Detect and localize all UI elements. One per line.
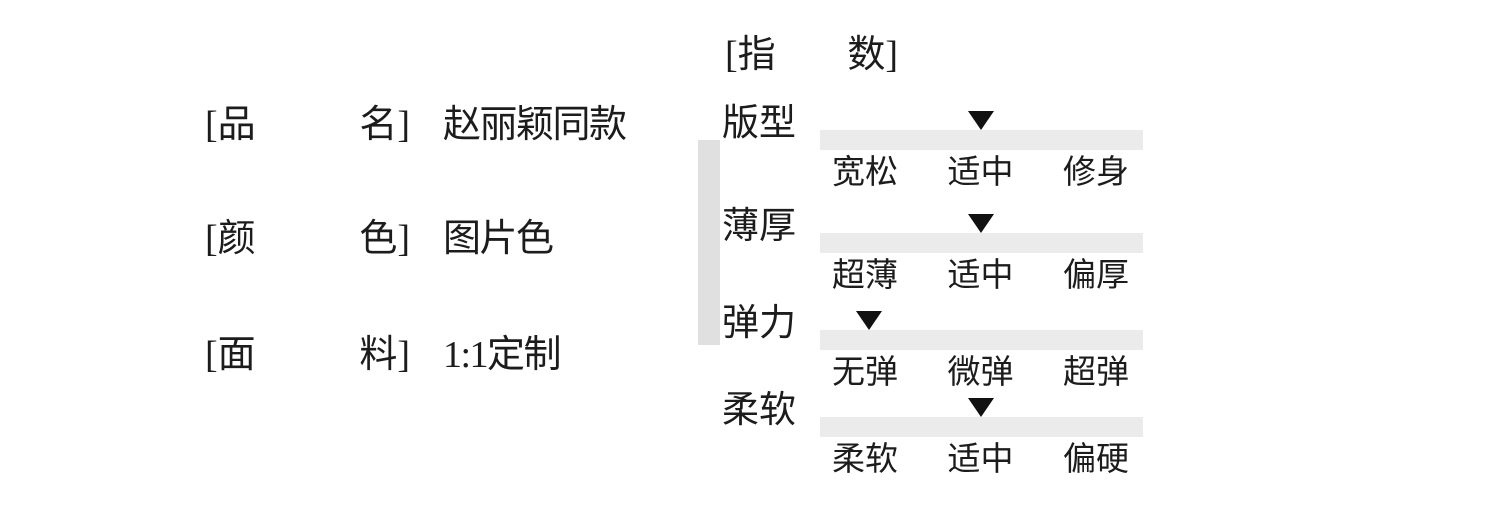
attr-label-close: 料] <box>359 334 410 376</box>
scale-option: 柔软 <box>832 442 898 478</box>
scale-option: 无弹 <box>832 355 898 391</box>
index-scale: 超薄 适中 偏厚 <box>820 206 1143 296</box>
index-scale: 无弹 微弹 超弹 <box>820 303 1143 393</box>
scale-option: 修身 <box>1063 155 1129 191</box>
index-row-elasticity: 弹力 无弹 微弹 超弹 <box>722 303 1152 393</box>
index-scale: 宽松 适中 修身 <box>820 103 1143 193</box>
index-row-thickness: 薄厚 超薄 适中 偏厚 <box>722 206 1152 296</box>
scale-bar <box>820 233 1143 253</box>
scale-option: 微弹 <box>947 355 1014 391</box>
scale-option: 偏硬 <box>1063 442 1129 478</box>
index-category-label: 柔软 <box>722 390 796 431</box>
attr-label-open: [品 <box>205 104 256 146</box>
scale-option: 宽松 <box>832 155 898 191</box>
scale-bar <box>820 417 1143 437</box>
index-panel-title: [指 数] <box>725 34 898 76</box>
attr-row-fabric: [面 料] 1:1定制 <box>205 334 562 376</box>
scale-bar <box>820 330 1143 350</box>
scale-option: 适中 <box>947 155 1014 191</box>
index-row-fit: 版型 宽松 适中 修身 <box>722 103 1152 193</box>
index-category-label: 弹力 <box>722 303 796 344</box>
index-row-softness: 柔软 柔软 适中 偏硬 <box>722 390 1152 480</box>
scale-option: 超薄 <box>832 258 898 294</box>
marker-triangle-icon <box>967 111 994 130</box>
attr-value: 1:1定制 <box>443 334 562 376</box>
index-category-label: 版型 <box>722 103 796 144</box>
scale-option: 偏厚 <box>1063 258 1129 294</box>
attr-row-product-name: [品 名] 赵丽颖同款 <box>205 104 627 146</box>
index-title-close: 数] <box>847 34 898 76</box>
scale-option: 超弹 <box>1063 355 1129 391</box>
scale-options: 柔软 适中 偏硬 <box>820 442 1143 478</box>
scale-bar <box>820 130 1143 150</box>
attr-label: [面 料] <box>205 334 410 376</box>
scale-options: 宽松 适中 修身 <box>820 155 1143 191</box>
vertical-accent-bar <box>698 140 720 345</box>
attr-value: 图片色 <box>443 218 554 260</box>
index-scale: 柔软 适中 偏硬 <box>820 390 1143 480</box>
scale-option: 适中 <box>947 258 1014 294</box>
index-title-open: [指 <box>725 34 776 76</box>
marker-triangle-icon <box>967 214 994 233</box>
marker-triangle-icon <box>967 398 994 417</box>
attr-label-close: 名] <box>359 104 410 146</box>
attr-label-open: [颜 <box>205 218 256 260</box>
scale-options: 无弹 微弹 超弹 <box>820 355 1143 391</box>
attr-row-color: [颜 色] 图片色 <box>205 218 554 260</box>
attr-label: [品 名] <box>205 104 410 146</box>
marker-triangle-icon <box>856 311 883 330</box>
attr-value: 赵丽颖同款 <box>443 104 627 146</box>
scale-option: 适中 <box>947 442 1014 478</box>
scale-options: 超薄 适中 偏厚 <box>820 258 1143 294</box>
attr-label-open: [面 <box>205 334 256 376</box>
attr-label: [颜 色] <box>205 218 410 260</box>
attr-label-close: 色] <box>359 218 410 260</box>
index-category-label: 薄厚 <box>722 206 796 247</box>
